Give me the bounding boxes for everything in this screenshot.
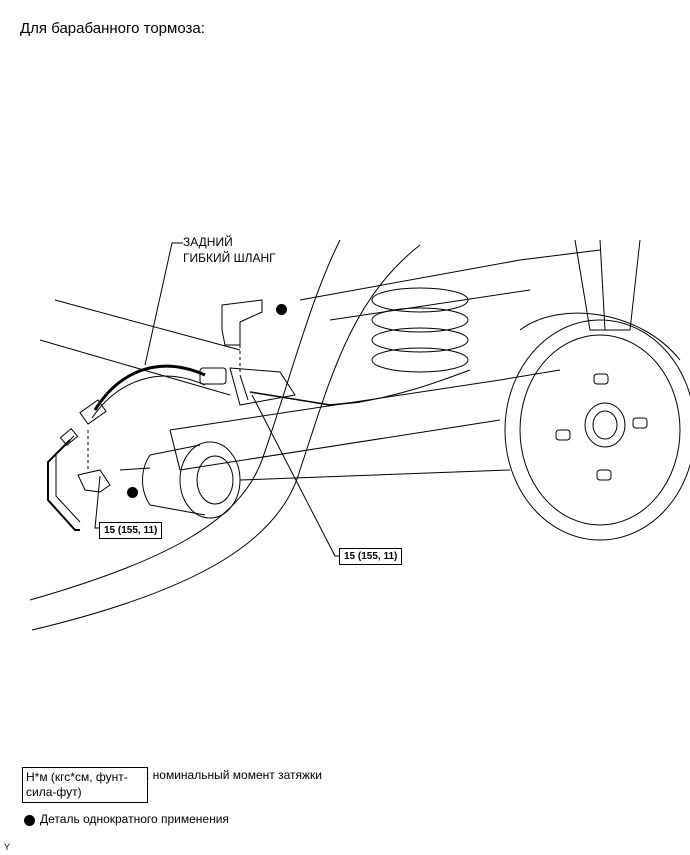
hose-label-line-1: ЗАДНИЙ	[183, 235, 233, 249]
brake-drum-outer	[504, 319, 690, 541]
single-use-marker-icon	[276, 304, 287, 315]
wheel-arch-inner	[29, 239, 341, 601]
figure-code: Y	[4, 842, 11, 852]
wheel-arch-outer	[31, 244, 421, 631]
torque-spec-left: 15 (155, 11)	[99, 522, 163, 539]
leader-torque-left	[94, 475, 101, 529]
brake-line-left	[47, 439, 80, 531]
hose-label-line-2: ГИБКИЙ ШЛАНГ	[183, 251, 276, 265]
cylinder-housing	[179, 441, 241, 519]
axle-beam-bottom	[179, 419, 501, 471]
drum-hub	[584, 402, 626, 448]
single-use-marker-icon	[127, 487, 138, 498]
hose-bracket	[229, 367, 296, 406]
coil-spring	[371, 287, 469, 373]
page-title: Для барабанного тормоза:	[20, 20, 205, 37]
wheel-studs	[555, 373, 648, 481]
hose-clip-bottom	[77, 469, 111, 493]
legend-torque-units: Н*м (кгс*см, фунт-сила-фут)	[22, 767, 148, 803]
leader-hose	[144, 242, 183, 366]
rear-flexible-hose	[93, 364, 206, 411]
brake-line-right	[249, 391, 361, 406]
leader-torque-right	[251, 394, 340, 557]
legend-single-use-icon	[24, 815, 35, 826]
torque-spec-right: 15 (155, 11)	[339, 548, 403, 565]
legend-torque-description: : номинальный момент затяжки	[146, 768, 322, 782]
rear-flexible-hose-label: ЗАДНИЙ ГИБКИЙ ШЛАНГ	[183, 234, 276, 266]
hose-clip-top	[221, 299, 263, 346]
axle-beam-top	[169, 369, 561, 431]
legend-single-use-text: Деталь однократного применения	[40, 812, 229, 826]
